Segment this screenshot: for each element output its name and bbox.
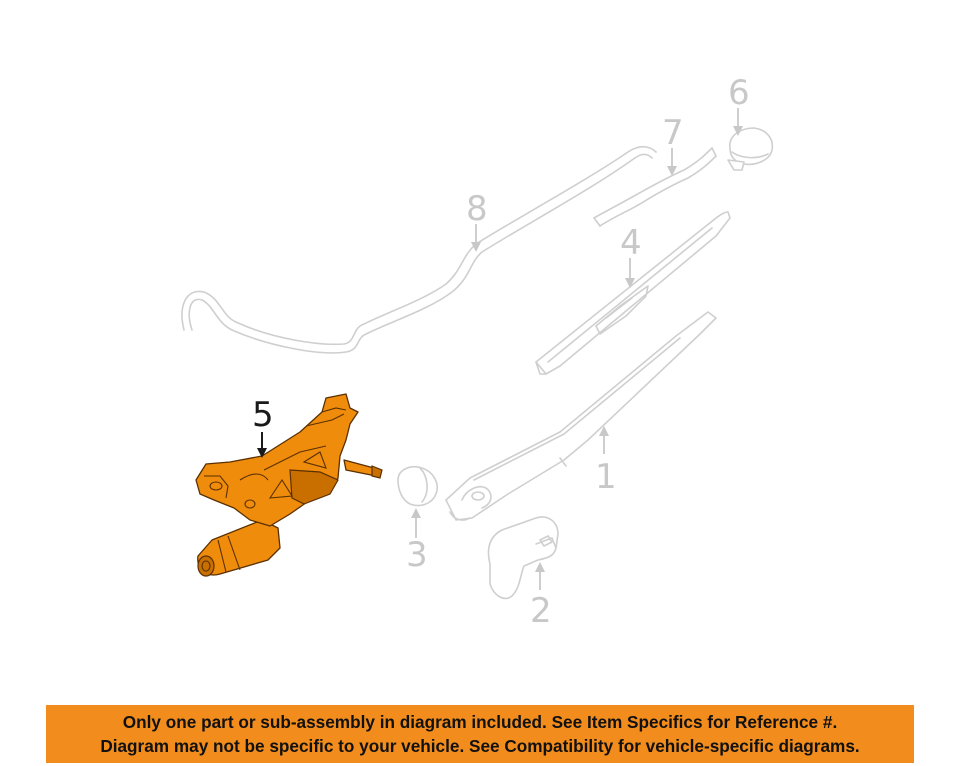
callout-5: 5 xyxy=(252,395,274,435)
callout-labels: 1 2 3 4 5 6 7 8 xyxy=(252,73,750,631)
callout-4: 4 xyxy=(620,223,642,263)
disclaimer-banner: Only one part or sub-assembly in diagram… xyxy=(46,705,914,763)
disclaimer-line-2: Diagram may not be specific to your vehi… xyxy=(100,736,860,756)
callout-1: 1 xyxy=(595,457,617,497)
leader-lines xyxy=(257,108,743,590)
wiper-arm-part-1 xyxy=(445,311,717,521)
wiper-motor-part-5 xyxy=(195,393,383,577)
callout-6: 6 xyxy=(728,73,750,113)
washer-nozzle-part-7 xyxy=(593,147,717,227)
callout-2: 2 xyxy=(530,591,552,631)
nozzle-cap-part-6 xyxy=(727,127,774,171)
parts-diagram: 1 2 3 4 5 6 7 8 xyxy=(181,73,774,631)
callout-3: 3 xyxy=(406,535,428,575)
wiper-blade-part-4 xyxy=(535,211,731,375)
nut-cover-part-3 xyxy=(397,465,438,507)
callout-8: 8 xyxy=(466,189,488,229)
callout-7: 7 xyxy=(662,113,684,153)
arm-cover-part-2 xyxy=(487,516,559,600)
disclaimer-line-1: Only one part or sub-assembly in diagram… xyxy=(122,712,838,732)
washer-hose-part-8 xyxy=(181,145,657,354)
